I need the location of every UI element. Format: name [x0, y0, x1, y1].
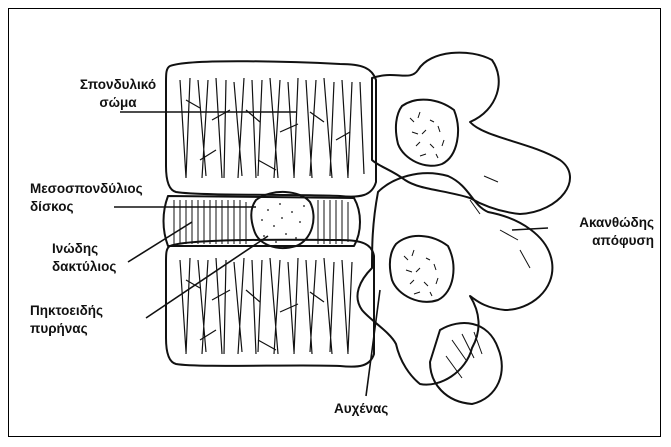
label-intervertebral-disc-line1: Μεσοσπονδύλιος [30, 180, 143, 198]
label-spinous-line2: απόφυση [536, 232, 654, 250]
leader-nucleus [146, 236, 268, 318]
posterior-arch-lower [357, 173, 552, 384]
label-annulus-line2: δακτύλιος [52, 258, 116, 276]
label-nucleus-line2: πυρήνας [30, 320, 103, 338]
label-pedicle: Αυχένας [334, 400, 388, 418]
label-spinous-process: Ακανθώδης απόφυση [536, 214, 654, 250]
label-vertebral-body-line1: Σπονδυλικό [58, 76, 178, 94]
label-nucleus-line1: Πηκτοειδής [30, 302, 103, 320]
label-annulus-fibrosus: Ινώδης δακτύλιος [52, 240, 116, 276]
label-intervertebral-disc: Μεσοσπονδύλιος δίσκος [30, 180, 143, 216]
label-spinous-line1: Ακανθώδης [536, 214, 654, 232]
label-intervertebral-disc-line2: δίσκος [30, 198, 143, 216]
facet-upper [396, 100, 458, 166]
label-vertebral-body: Σπονδυλικό σώμα [58, 76, 178, 112]
leader-annulus [128, 222, 192, 262]
label-annulus-line1: Ινώδης [52, 240, 116, 258]
facet-lower [390, 236, 454, 302]
label-vertebral-body-line2: σώμα [58, 94, 178, 112]
posterior-arch-upper [372, 53, 570, 214]
intervertebral-disc [164, 196, 361, 246]
label-nucleus-pulposus: Πηκτοειδής πυρήνας [30, 302, 103, 338]
